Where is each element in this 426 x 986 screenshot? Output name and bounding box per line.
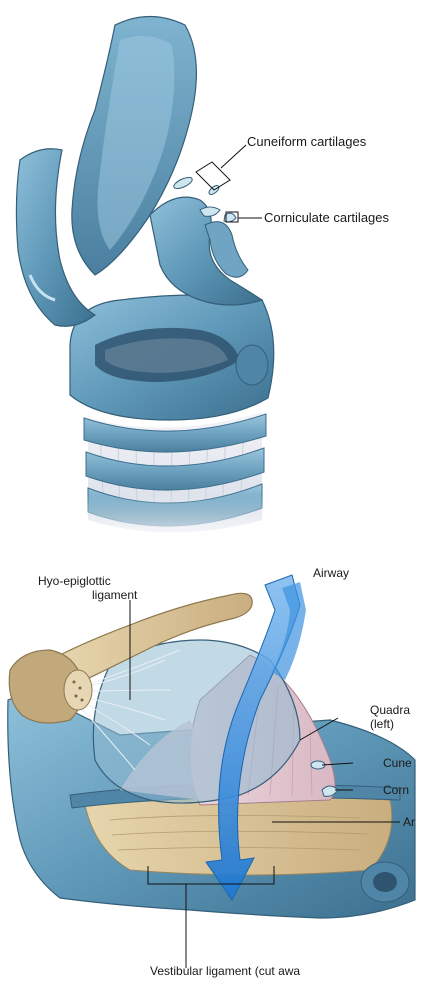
thyroid-notch-knob — [236, 345, 268, 385]
label-quadrangular-2: (left) — [370, 717, 394, 731]
corniculate-cartilage-shape — [200, 207, 220, 216]
label-vestibular-ligament: Vestibular ligament (cut awa — [150, 964, 300, 978]
top-figure — [16, 17, 280, 546]
label-hyo-epiglottic-1: Hyo-epiglottic — [38, 574, 111, 588]
label-corniculate-cartilages: Corniculate cartilages — [264, 211, 389, 225]
label-aryepiglottic-short: Ar — [403, 815, 415, 829]
cuneiform-cartilage-shape — [172, 175, 194, 191]
label-cuneiform-cartilages: Cuneiform cartilages — [247, 135, 366, 149]
trachea — [70, 412, 280, 545]
label-cuneiform-short: Cune — [383, 756, 412, 770]
label-hyo-epiglottic-2: ligament — [92, 588, 137, 602]
label-corniculate-short: Corn — [383, 783, 409, 797]
bottom-figure — [8, 575, 415, 968]
label-airway: Airway — [313, 566, 349, 580]
label-quadrangular-1: Quadra — [370, 703, 410, 717]
